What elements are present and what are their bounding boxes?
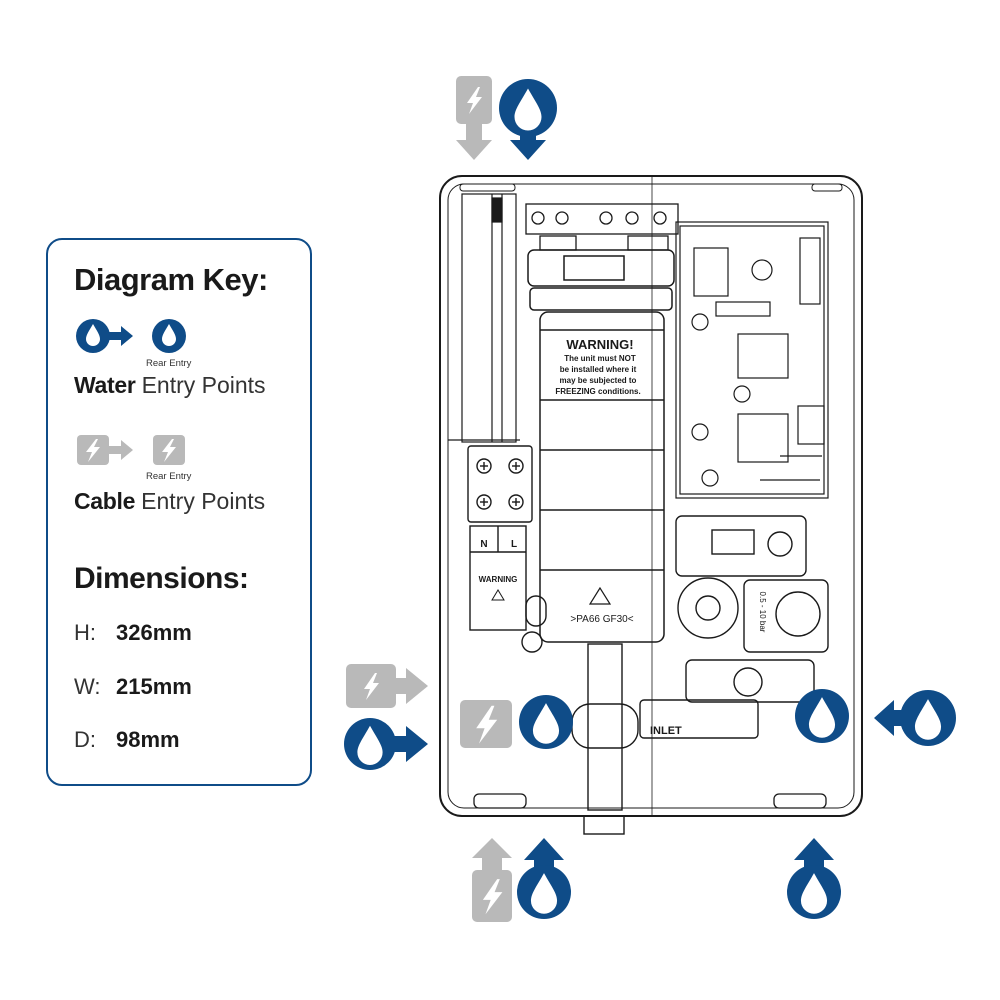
warning-triangle-icon — [491, 589, 505, 601]
bottom-water-entry-arrow — [517, 838, 571, 919]
unit-casing — [439, 175, 863, 817]
heater-tank — [527, 249, 675, 643]
dimension-width: W:215mm — [74, 674, 192, 699]
terminal-block — [467, 445, 533, 631]
rear-cable-entry-icon — [460, 700, 512, 748]
water-drop-arrow-icon — [76, 319, 133, 353]
left-cable-entry-arrow — [346, 664, 428, 708]
pressure-label: 0.5 - 10 bar — [758, 592, 767, 633]
water-key-icons — [76, 319, 186, 353]
dimension-height: H:326mm — [74, 620, 192, 645]
lightning-arrow-icon — [77, 435, 133, 465]
valve-assembly — [675, 515, 829, 703]
bottom-right-water-entry-arrow — [787, 838, 841, 919]
terminal-l-label: L — [511, 539, 517, 550]
left-rail — [448, 193, 520, 443]
lightning-rear-icon — [153, 435, 185, 465]
left-water-entry-arrow — [344, 718, 428, 770]
rear-water-entry-icon-left — [519, 695, 573, 749]
terminal-warning-label: WARNING — [479, 575, 518, 584]
terminal-n-label: N — [480, 539, 487, 550]
cable-rear-entry-label: Rear Entry — [146, 471, 192, 482]
warning-title: WARNING! — [566, 337, 633, 352]
warning-line-1: The unit must NOT — [564, 354, 636, 363]
inlet-label: INLET — [650, 725, 682, 737]
top-water-entry-arrow — [499, 79, 557, 160]
cable-key-icons — [77, 435, 185, 465]
warning-line-2: be installed where it — [560, 365, 637, 374]
material-label: >PA66 GF30< — [570, 614, 633, 625]
unit-feet — [473, 793, 827, 809]
dimensions-title: Dimensions: — [74, 562, 249, 595]
pcb-board — [675, 221, 829, 499]
top-cable-entry-arrow — [456, 76, 492, 160]
right-water-entry-arrow — [874, 690, 956, 746]
water-rear-entry-label: Rear Entry — [146, 358, 192, 369]
top-busbar — [525, 203, 679, 251]
warning-line-3: may be subjected to — [560, 376, 637, 385]
water-drop-rear-icon — [152, 319, 186, 353]
dimension-depth: D:98mm — [74, 727, 180, 752]
bottom-cable-entry-arrow — [472, 838, 512, 922]
key-title: Diagram Key: — [74, 262, 268, 297]
warning-line-4: FREEZING conditions. — [555, 387, 640, 396]
rear-water-entry-icon-right — [795, 689, 849, 743]
recycle-icon — [588, 586, 612, 605]
